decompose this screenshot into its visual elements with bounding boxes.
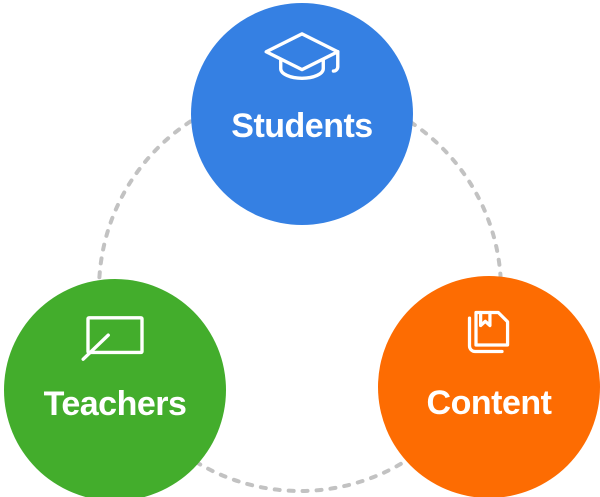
content-label: Content (426, 384, 552, 422)
students-label: Students (231, 107, 373, 145)
teachers-label: Teachers (43, 385, 187, 423)
graduation-cap-icon (264, 32, 340, 80)
whiteboard-pen-icon (81, 316, 144, 361)
node-content: Content (378, 276, 600, 497)
book-bookmark-icon (467, 310, 510, 354)
node-students: Students (191, 3, 413, 225)
node-teachers: Teachers (4, 279, 226, 497)
